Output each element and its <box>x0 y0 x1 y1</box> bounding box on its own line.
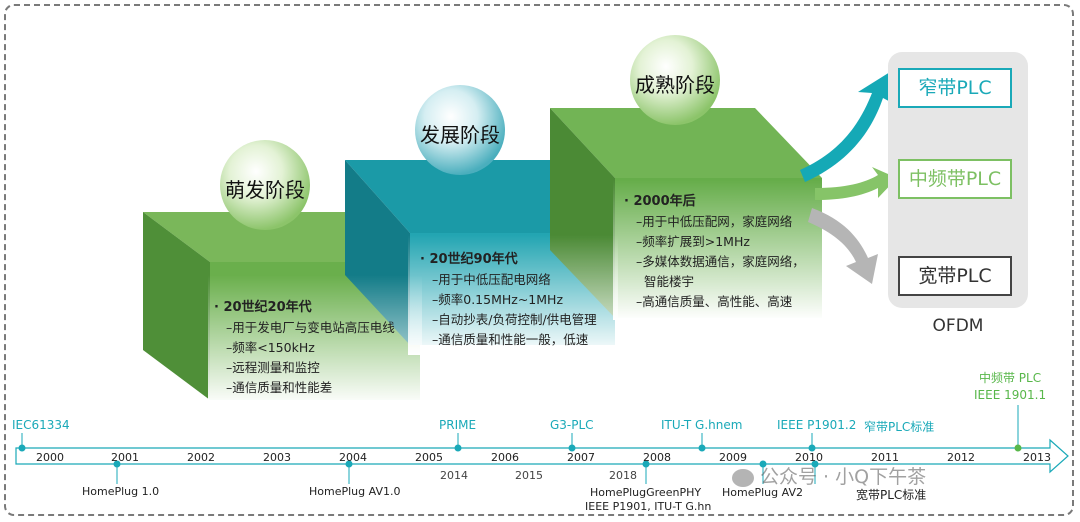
stage3-line: –频率扩展到>1MHz <box>624 232 805 252</box>
arrow-midband <box>815 167 897 200</box>
stage2-line: –用于中低压配电网络 <box>420 270 597 290</box>
stage3-line: –用于中低压配网，家庭网络 <box>624 212 805 232</box>
narrowband-standard-label: 窄带PLC标准 <box>864 418 934 435</box>
year-label: 2013 <box>1023 451 1051 464</box>
year-label: 2002 <box>187 451 215 464</box>
stage1-line: –通信质量和性能差 <box>214 378 395 398</box>
year-label: 2006 <box>491 451 519 464</box>
ieee-p1901-itu-ghn-label: IEEE P1901, ITU-T G.hn <box>585 500 711 513</box>
stage3-line: –多媒体数据通信，家庭网络， <box>624 252 805 272</box>
midband-plc-label: 中频带 PLC <box>974 370 1046 387</box>
stage1-line: –远程测量和监控 <box>214 358 395 378</box>
stage3-description: · 2000年后 –用于中低压配网，家庭网络 –频率扩展到>1MHz –多媒体数… <box>624 192 805 312</box>
homeplug-greenphy-label: HomePlugGreenPHY <box>590 486 701 499</box>
midband-standard-label: 中频带 PLC IEEE 1901.1 <box>974 370 1046 404</box>
homeplug-av1-label: HomePlug AV1.0 <box>309 485 400 498</box>
g3-plc-label: G3-PLC <box>550 418 594 432</box>
stage1-description: · 20世纪20年代 –用于发电厂与变电站高压电线 –频率<150kHz –远程… <box>214 298 395 398</box>
ieee-p1901-2-label: IEEE P1901.2 <box>777 418 856 432</box>
stage1-line: –用于发电厂与变电站高压电线 <box>214 318 395 338</box>
year-label: 2003 <box>263 451 291 464</box>
stage3-line: –高通信质量、高性能、高速 <box>624 292 805 312</box>
stage2-line: –自动抄表/负荷控制/供电管理 <box>420 310 597 330</box>
year-label: 2001 <box>111 451 139 464</box>
stage2-line: –频率0.15MHz~1MHz <box>420 290 597 310</box>
ieee-1901-1-label: IEEE 1901.1 <box>974 387 1046 404</box>
year-label: 2008 <box>643 451 671 464</box>
stage1-title: 萌发阶段 <box>215 174 315 203</box>
stage2-description: · 20世纪90年代 –用于中低压配电网络 –频率0.15MHz~1MHz –自… <box>420 250 597 350</box>
midband-plc-box: 中频带PLC <box>898 159 1012 199</box>
broadband-plc-box: 宽带PLC <box>898 256 1012 296</box>
ofdm-label: OFDM <box>888 316 1028 336</box>
watermark-text: 公众号 · 小Q下午茶 <box>760 466 926 488</box>
year-label: 2004 <box>339 451 367 464</box>
year-2014-label: 2014 <box>440 469 468 482</box>
arrow-narrowband <box>800 72 896 182</box>
narrowband-plc-box: 窄带PLC <box>898 68 1012 108</box>
year-label: 2012 <box>947 451 975 464</box>
year-label: 2000 <box>36 451 64 464</box>
stage1-era: 20世纪20年代 <box>223 300 311 315</box>
wechat-icon <box>732 469 754 487</box>
stage3-era: 2000年后 <box>633 194 695 209</box>
stage3-line: 智能楼宇 <box>624 272 805 292</box>
iec61334-label: IEC61334 <box>12 418 70 432</box>
prime-label: PRIME <box>439 418 476 432</box>
watermark: 公众号 · 小Q下午茶 <box>732 462 926 489</box>
stage2-line: –通信质量和性能一般，低速 <box>420 330 597 350</box>
stage2-title: 发展阶段 <box>410 119 510 148</box>
year-label: 2007 <box>567 451 595 464</box>
stage1-line: –频率<150kHz <box>214 338 395 358</box>
year-label: 2005 <box>415 451 443 464</box>
homeplug-1-label: HomePlug 1.0 <box>82 485 159 498</box>
year-2015-label: 2015 <box>515 469 543 482</box>
itu-t-ghnem-label: ITU-T G.hnem <box>661 418 742 432</box>
year-2018-label: 2018 <box>609 469 637 482</box>
stage2-era: 20世纪90年代 <box>429 252 517 267</box>
stage3-title: 成熟阶段 <box>625 69 725 98</box>
